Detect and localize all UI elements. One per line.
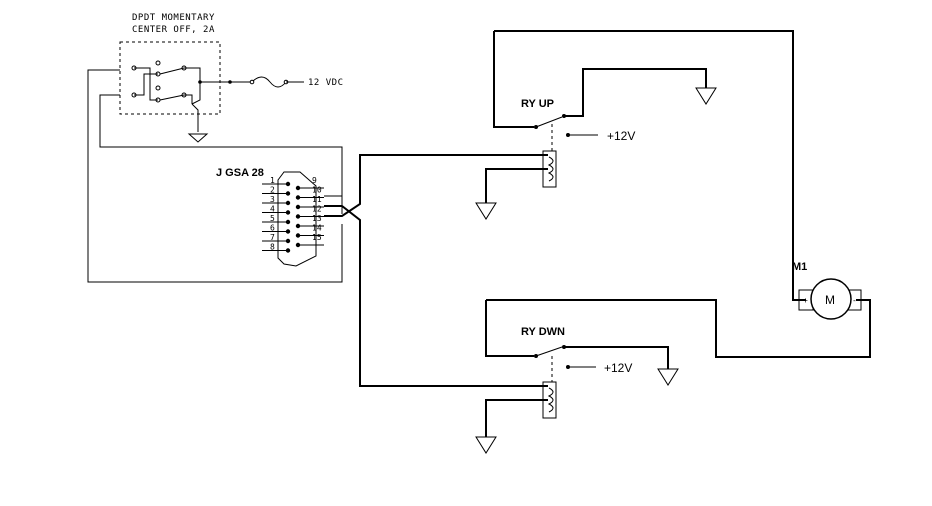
- switch-title-line2: CENTER OFF, 2A: [132, 25, 215, 35]
- switch-blade: [159, 67, 185, 101]
- connector-pin-label: 5: [270, 214, 275, 223]
- connector-pin-label: 15: [312, 233, 322, 242]
- connector-pin: [285, 219, 291, 225]
- switch-wire: [99, 94, 343, 197]
- connector-pin-label: 4: [270, 205, 275, 214]
- switch-contact: [155, 85, 161, 91]
- supply-line: 12 VDC: [200, 76, 344, 88]
- connector-pin-label: 2: [270, 186, 275, 195]
- connector-pin: [285, 200, 291, 206]
- connector-pin-label: 1: [270, 176, 275, 185]
- relay-down-supply-label: +12V: [604, 361, 632, 375]
- connector-pin: [295, 233, 301, 238]
- connector-pin-label: 12: [312, 205, 322, 214]
- connector-pin-label: 10: [312, 186, 322, 195]
- wire-down: [324, 205, 548, 387]
- connector-pin: [285, 238, 291, 244]
- ground-icon: [475, 202, 497, 220]
- motor-ref-label: M1: [792, 261, 807, 273]
- connector-pin: [285, 181, 291, 187]
- connector-pin-label: 6: [270, 224, 275, 233]
- relay-up-ground-wire: [564, 68, 707, 117]
- connector-pin-label: 9: [312, 176, 317, 185]
- switch-title-line1: DPDT MOMENTARY: [132, 13, 215, 23]
- connector-pin-label: 13: [312, 214, 322, 223]
- relay-up-blade: [535, 116, 563, 128]
- connector-shell: [277, 171, 317, 267]
- ground-icon: [657, 368, 679, 386]
- relay-down-common-wire: [485, 300, 534, 357]
- connector-pin-label: 8: [270, 243, 275, 252]
- connector-pin: [295, 242, 301, 248]
- supply-label: 12 VDC: [308, 78, 344, 88]
- connector-pin: [285, 248, 291, 253]
- relay-up: RY UP +12V: [475, 30, 806, 301]
- relay-down-label: RY DWN: [521, 326, 565, 338]
- switch-enclosure: [119, 41, 221, 115]
- dpdt-switch: DPDT MOMENTARY CENTER OFF, 2A: [119, 13, 232, 143]
- relay-down-ground-wire: [564, 346, 669, 369]
- relay-up-supply-label: +12V: [607, 129, 635, 143]
- connector-pin: [285, 229, 291, 234]
- motor-icon: [810, 278, 852, 320]
- motor-m1: M1 M + -: [792, 261, 862, 320]
- relay-up-coil-ground-wire: [485, 168, 548, 203]
- connector-pin: [285, 210, 291, 215]
- connector-label: J GSA 28: [216, 167, 264, 179]
- relay-down-coil-winding: [547, 387, 554, 413]
- connector-pin: [285, 191, 291, 196]
- connector-pin-label: 7: [270, 233, 275, 242]
- relay-up-coil-winding: [547, 156, 554, 182]
- relay-up-common-wire: [493, 31, 534, 128]
- connector-pin: [295, 195, 301, 200]
- relay-down: RY DWN +12V: [475, 299, 871, 454]
- switch-wire: [87, 69, 343, 283]
- motor-symbol: M: [825, 293, 835, 307]
- switch-contact: [155, 60, 161, 66]
- relay-down-blade: [535, 346, 563, 357]
- ground-icon: [695, 87, 717, 105]
- switch-ground-wire: [191, 103, 199, 132]
- switch-wire: [134, 67, 158, 101]
- connector-pin: [295, 204, 301, 210]
- motor-feed-wire: [494, 30, 806, 301]
- connector-pin-label: 3: [270, 195, 275, 204]
- ground-icon: [187, 133, 209, 143]
- fuse-icon: [251, 76, 287, 88]
- connector-pin: [295, 214, 301, 219]
- relay-down-coil-ground-wire: [485, 399, 548, 437]
- connector-pin: [295, 223, 301, 229]
- motor-plus-label: +: [803, 296, 808, 305]
- motor-minus-label: -: [852, 296, 857, 305]
- switch-wire: [134, 73, 158, 96]
- fuse-terminal: [249, 79, 255, 85]
- relay-up-label: RY UP: [521, 98, 554, 110]
- motor-return-wire: [486, 299, 871, 358]
- connector-pin-label: 11: [312, 195, 322, 204]
- switch-wire: [184, 67, 201, 105]
- wire-up: [324, 154, 548, 217]
- connector-pin: [295, 185, 301, 191]
- connector-pin-label: 14: [312, 224, 322, 233]
- ground-icon: [475, 436, 497, 454]
